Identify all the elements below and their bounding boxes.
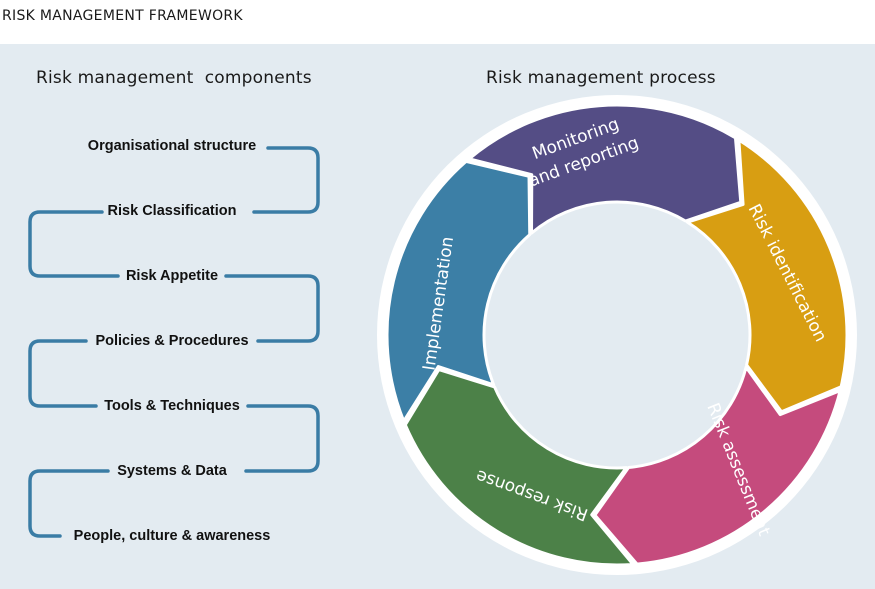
ring-segment-risk-response [403,368,635,567]
ring-segment-monitoring-reporting [467,103,743,235]
component-systems-data: Systems & Data [117,463,227,479]
component-risk-classification: Risk Classification [107,203,237,219]
ring-segment-risk-identification [685,138,849,414]
ring-segment-implementation [385,159,532,423]
component-organisational-structure: Organisational structure [87,138,257,154]
component-risk-appetite: Risk Appetite [125,268,219,284]
process-title: Risk management process [486,68,716,88]
ring-inner-bg [484,202,750,468]
component-policies-procedures: Policies & Procedures [95,333,249,349]
components-title: Risk management components [36,68,312,88]
ring-segment-risk-assessment [593,365,842,566]
component-connector-line [28,146,320,538]
page-title: RISK MANAGEMENT FRAMEWORK [2,8,243,24]
component-tools-techniques: Tools & Techniques [104,398,240,414]
component-people-culture-awareness: People, culture & awareness [73,528,271,544]
